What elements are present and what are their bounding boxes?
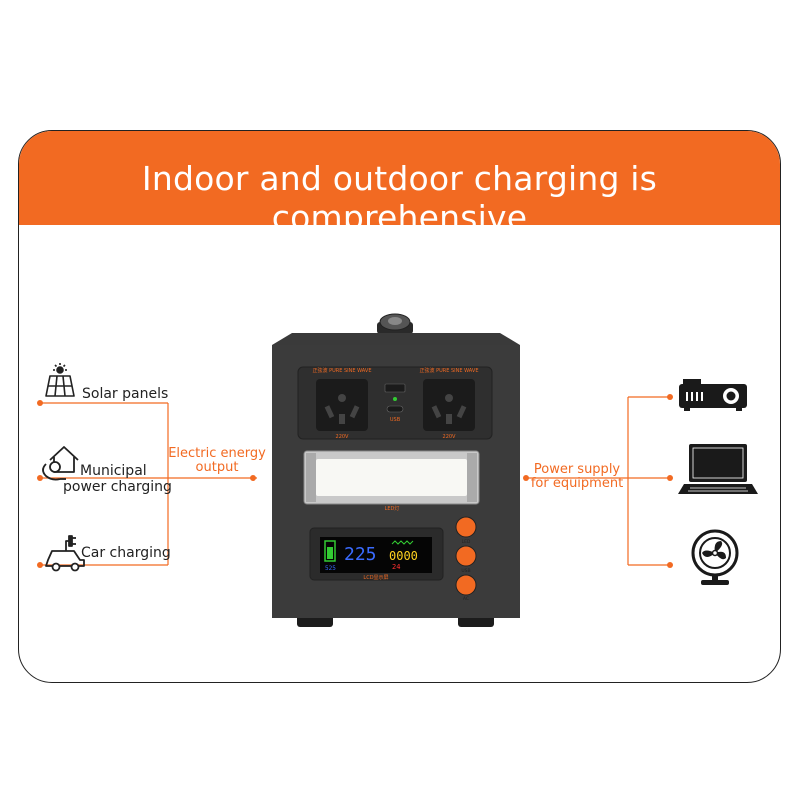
output-dots	[523, 394, 673, 568]
car-charging-label: Car charging	[81, 545, 171, 561]
power-supply-caption: Power supply for equipment	[526, 463, 628, 491]
electric-energy-caption: Electric energy output	[166, 447, 268, 475]
ac-socket-right	[423, 379, 475, 431]
lcd-main-value: 225	[344, 544, 377, 565]
ac-button-label: AC	[463, 596, 469, 602]
input-connectors	[40, 402, 257, 566]
municipal-label-line2: power charging	[63, 479, 172, 495]
lcd-bottom-left: 525	[325, 565, 336, 572]
laptop-icon	[678, 444, 758, 494]
power-supply-line1: Power supply	[533, 462, 621, 477]
usb-ports	[384, 383, 406, 413]
socket-right-voltage: 220V	[443, 434, 457, 440]
page-title: Indoor and outdoor charging is comprehen…	[141, 159, 658, 237]
sine-label-right: 正弦波 PURE SINE WAVE	[420, 367, 479, 374]
led-panel-label: LED灯	[385, 505, 400, 512]
lcd-bottom-right: 24	[392, 563, 400, 571]
electric-energy-line1: Electric energy	[168, 446, 266, 461]
municipal-label-line1: Municipal	[80, 463, 147, 479]
power-station-device	[272, 313, 520, 627]
output-connectors	[526, 396, 670, 566]
usb-button-label: USB	[461, 568, 470, 574]
house-plug-icon	[42, 446, 79, 481]
power-supply-line2: for equipment	[530, 476, 624, 491]
solar-panel-icon	[45, 363, 75, 397]
car-plug-icon	[45, 535, 85, 572]
sine-label-left: 正弦波 PURE SINE WAVE	[313, 367, 372, 374]
fan-icon	[691, 529, 739, 585]
lcd-caption: LCD显示屏	[363, 575, 388, 581]
socket-left-voltage: 220V	[336, 434, 350, 440]
title-banner: Indoor and outdoor charging is comprehen…	[19, 131, 780, 237]
led-button-label: LED	[462, 539, 471, 545]
control-buttons	[455, 516, 477, 596]
electric-energy-line2: output	[195, 460, 239, 475]
led-light-panel	[303, 450, 480, 505]
lcd-right-value: 0000	[389, 549, 418, 563]
lcd-panel	[309, 527, 444, 581]
solar-panels-label: Solar panels	[82, 386, 169, 402]
ac-socket-left	[316, 379, 368, 431]
input-dots	[37, 400, 256, 568]
usb-label: USB	[390, 417, 401, 423]
projector-icon	[679, 379, 747, 411]
